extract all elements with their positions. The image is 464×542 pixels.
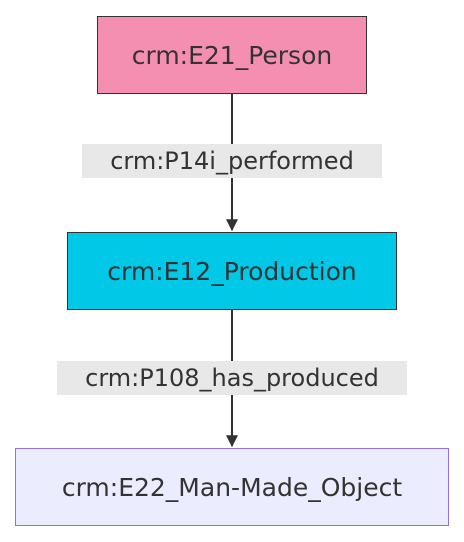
node-person-label: crm:E21_Person: [131, 40, 333, 70]
node-man-made-object[interactable]: crm:E22_Man-Made_Object: [15, 448, 449, 526]
edge-label-has-produced: crm:P108_has_produced: [57, 361, 407, 395]
node-man-made-object-label: crm:E22_Man-Made_Object: [61, 472, 403, 502]
node-production-label: crm:E12_Production: [107, 256, 357, 286]
node-person[interactable]: crm:E21_Person: [97, 16, 367, 94]
node-production[interactable]: crm:E12_Production: [67, 232, 397, 310]
edge-label-performed: crm:P14i_performed: [82, 144, 382, 178]
